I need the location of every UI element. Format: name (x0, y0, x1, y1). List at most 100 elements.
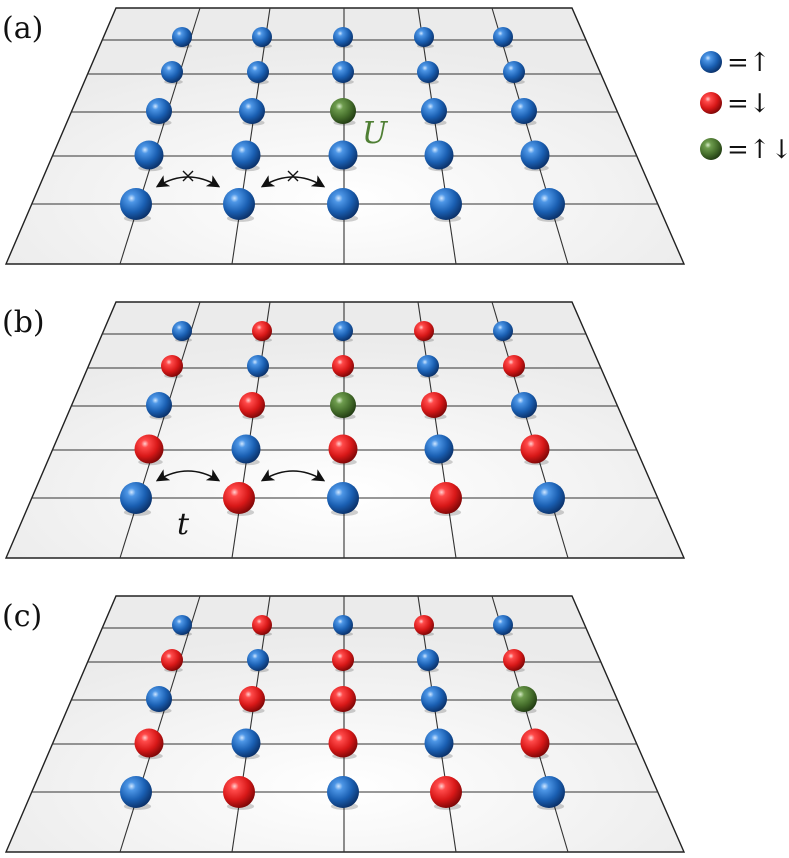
site-up-sphere (520, 140, 550, 170)
site-up-sphere (424, 434, 454, 464)
site-down-sphere (134, 728, 164, 758)
site-up-sphere (327, 188, 359, 220)
legend-up-sphere (700, 51, 722, 73)
grid-line-vertical (491, 595, 569, 853)
site-down-sphere (520, 728, 550, 758)
legend: =↑ =↓ =↑↓ (700, 48, 789, 165)
site-down-sphere (223, 482, 255, 514)
panel-a: (a) U (2, 7, 686, 265)
legend-item-down: =↓ (700, 89, 771, 119)
site-up-sphere (231, 434, 261, 464)
site-up-sphere (247, 649, 269, 671)
site-up-sphere (493, 615, 513, 635)
grid-line-vertical (491, 301, 569, 559)
site-down-sphere (430, 776, 462, 808)
site-up-sphere (247, 61, 269, 83)
site-up-sphere (421, 686, 447, 712)
site-up-sphere (120, 188, 152, 220)
site-down-sphere (503, 649, 525, 671)
site-up-sphere (146, 686, 172, 712)
hopping-arrow (260, 469, 326, 482)
site-up-sphere (430, 188, 462, 220)
hopping-label: t (177, 507, 190, 542)
interaction-label: U (362, 116, 389, 151)
panel-b: (b) t (2, 301, 686, 559)
site-up-sphere (327, 776, 359, 808)
grid-line-vertical (417, 595, 457, 853)
site-down-sphere (161, 355, 183, 377)
site-up-sphere (172, 27, 192, 47)
blocked-cross-icon (182, 170, 194, 182)
site-down-sphere (332, 649, 354, 671)
site-up-sphere (333, 321, 353, 341)
grid-line-vertical (231, 595, 271, 853)
legend-label: =↑↓ (727, 135, 789, 165)
legend-double-sphere (700, 138, 722, 160)
legend-item-up: =↑ (700, 48, 771, 78)
site-double-sphere (330, 392, 356, 418)
site-down-sphere (252, 615, 272, 635)
site-down-sphere (503, 355, 525, 377)
site-up-sphere (333, 615, 353, 635)
hopping-arrow (155, 175, 221, 188)
site-down-sphere (414, 321, 434, 341)
site-up-sphere (231, 140, 261, 170)
grid-line-vertical (491, 7, 569, 265)
site-up-sphere (252, 27, 272, 47)
legend-down-sphere (700, 92, 722, 114)
site-down-sphere (223, 776, 255, 808)
grid-line-vertical (119, 7, 201, 265)
site-up-sphere (493, 27, 513, 47)
site-up-sphere (328, 140, 358, 170)
site-up-sphere (146, 392, 172, 418)
site-down-sphere (520, 434, 550, 464)
panel-label: (c) (2, 599, 42, 634)
site-up-sphere (327, 482, 359, 514)
grid-line-vertical (417, 301, 457, 559)
site-up-sphere (533, 776, 565, 808)
site-up-sphere (120, 482, 152, 514)
blocked-cross-icon (287, 170, 299, 182)
site-down-sphere (239, 686, 265, 712)
site-up-sphere (223, 188, 255, 220)
site-up-sphere (172, 615, 192, 635)
site-up-sphere (417, 355, 439, 377)
site-up-sphere (146, 98, 172, 124)
site-up-sphere (231, 728, 261, 758)
site-up-sphere (493, 321, 513, 341)
site-up-sphere (533, 188, 565, 220)
grid-line-vertical (231, 301, 271, 559)
site-down-sphere (328, 728, 358, 758)
site-up-sphere (417, 649, 439, 671)
site-down-sphere (328, 434, 358, 464)
site-up-sphere (247, 355, 269, 377)
site-up-sphere (424, 140, 454, 170)
site-down-sphere (421, 392, 447, 418)
hopping-arrow (155, 469, 221, 482)
site-down-sphere (252, 321, 272, 341)
panel-label: (b) (2, 305, 45, 340)
site-up-sphere (239, 98, 265, 124)
grid-line-vertical (119, 595, 201, 853)
site-down-sphere (239, 392, 265, 418)
panel-label: (a) (2, 11, 43, 46)
grid-line-vertical (119, 301, 201, 559)
site-double-sphere (511, 686, 537, 712)
site-up-sphere (120, 776, 152, 808)
site-up-sphere (511, 392, 537, 418)
site-double-sphere (330, 98, 356, 124)
site-up-sphere (172, 321, 192, 341)
site-down-sphere (161, 649, 183, 671)
site-up-sphere (332, 61, 354, 83)
site-up-sphere (511, 98, 537, 124)
site-up-sphere (503, 61, 525, 83)
site-down-sphere (330, 686, 356, 712)
panel-c: (c) (2, 595, 686, 853)
site-up-sphere (161, 61, 183, 83)
legend-label: =↑ (727, 48, 771, 78)
site-up-sphere (417, 61, 439, 83)
site-up-sphere (533, 482, 565, 514)
site-down-sphere (430, 482, 462, 514)
site-up-sphere (414, 27, 434, 47)
